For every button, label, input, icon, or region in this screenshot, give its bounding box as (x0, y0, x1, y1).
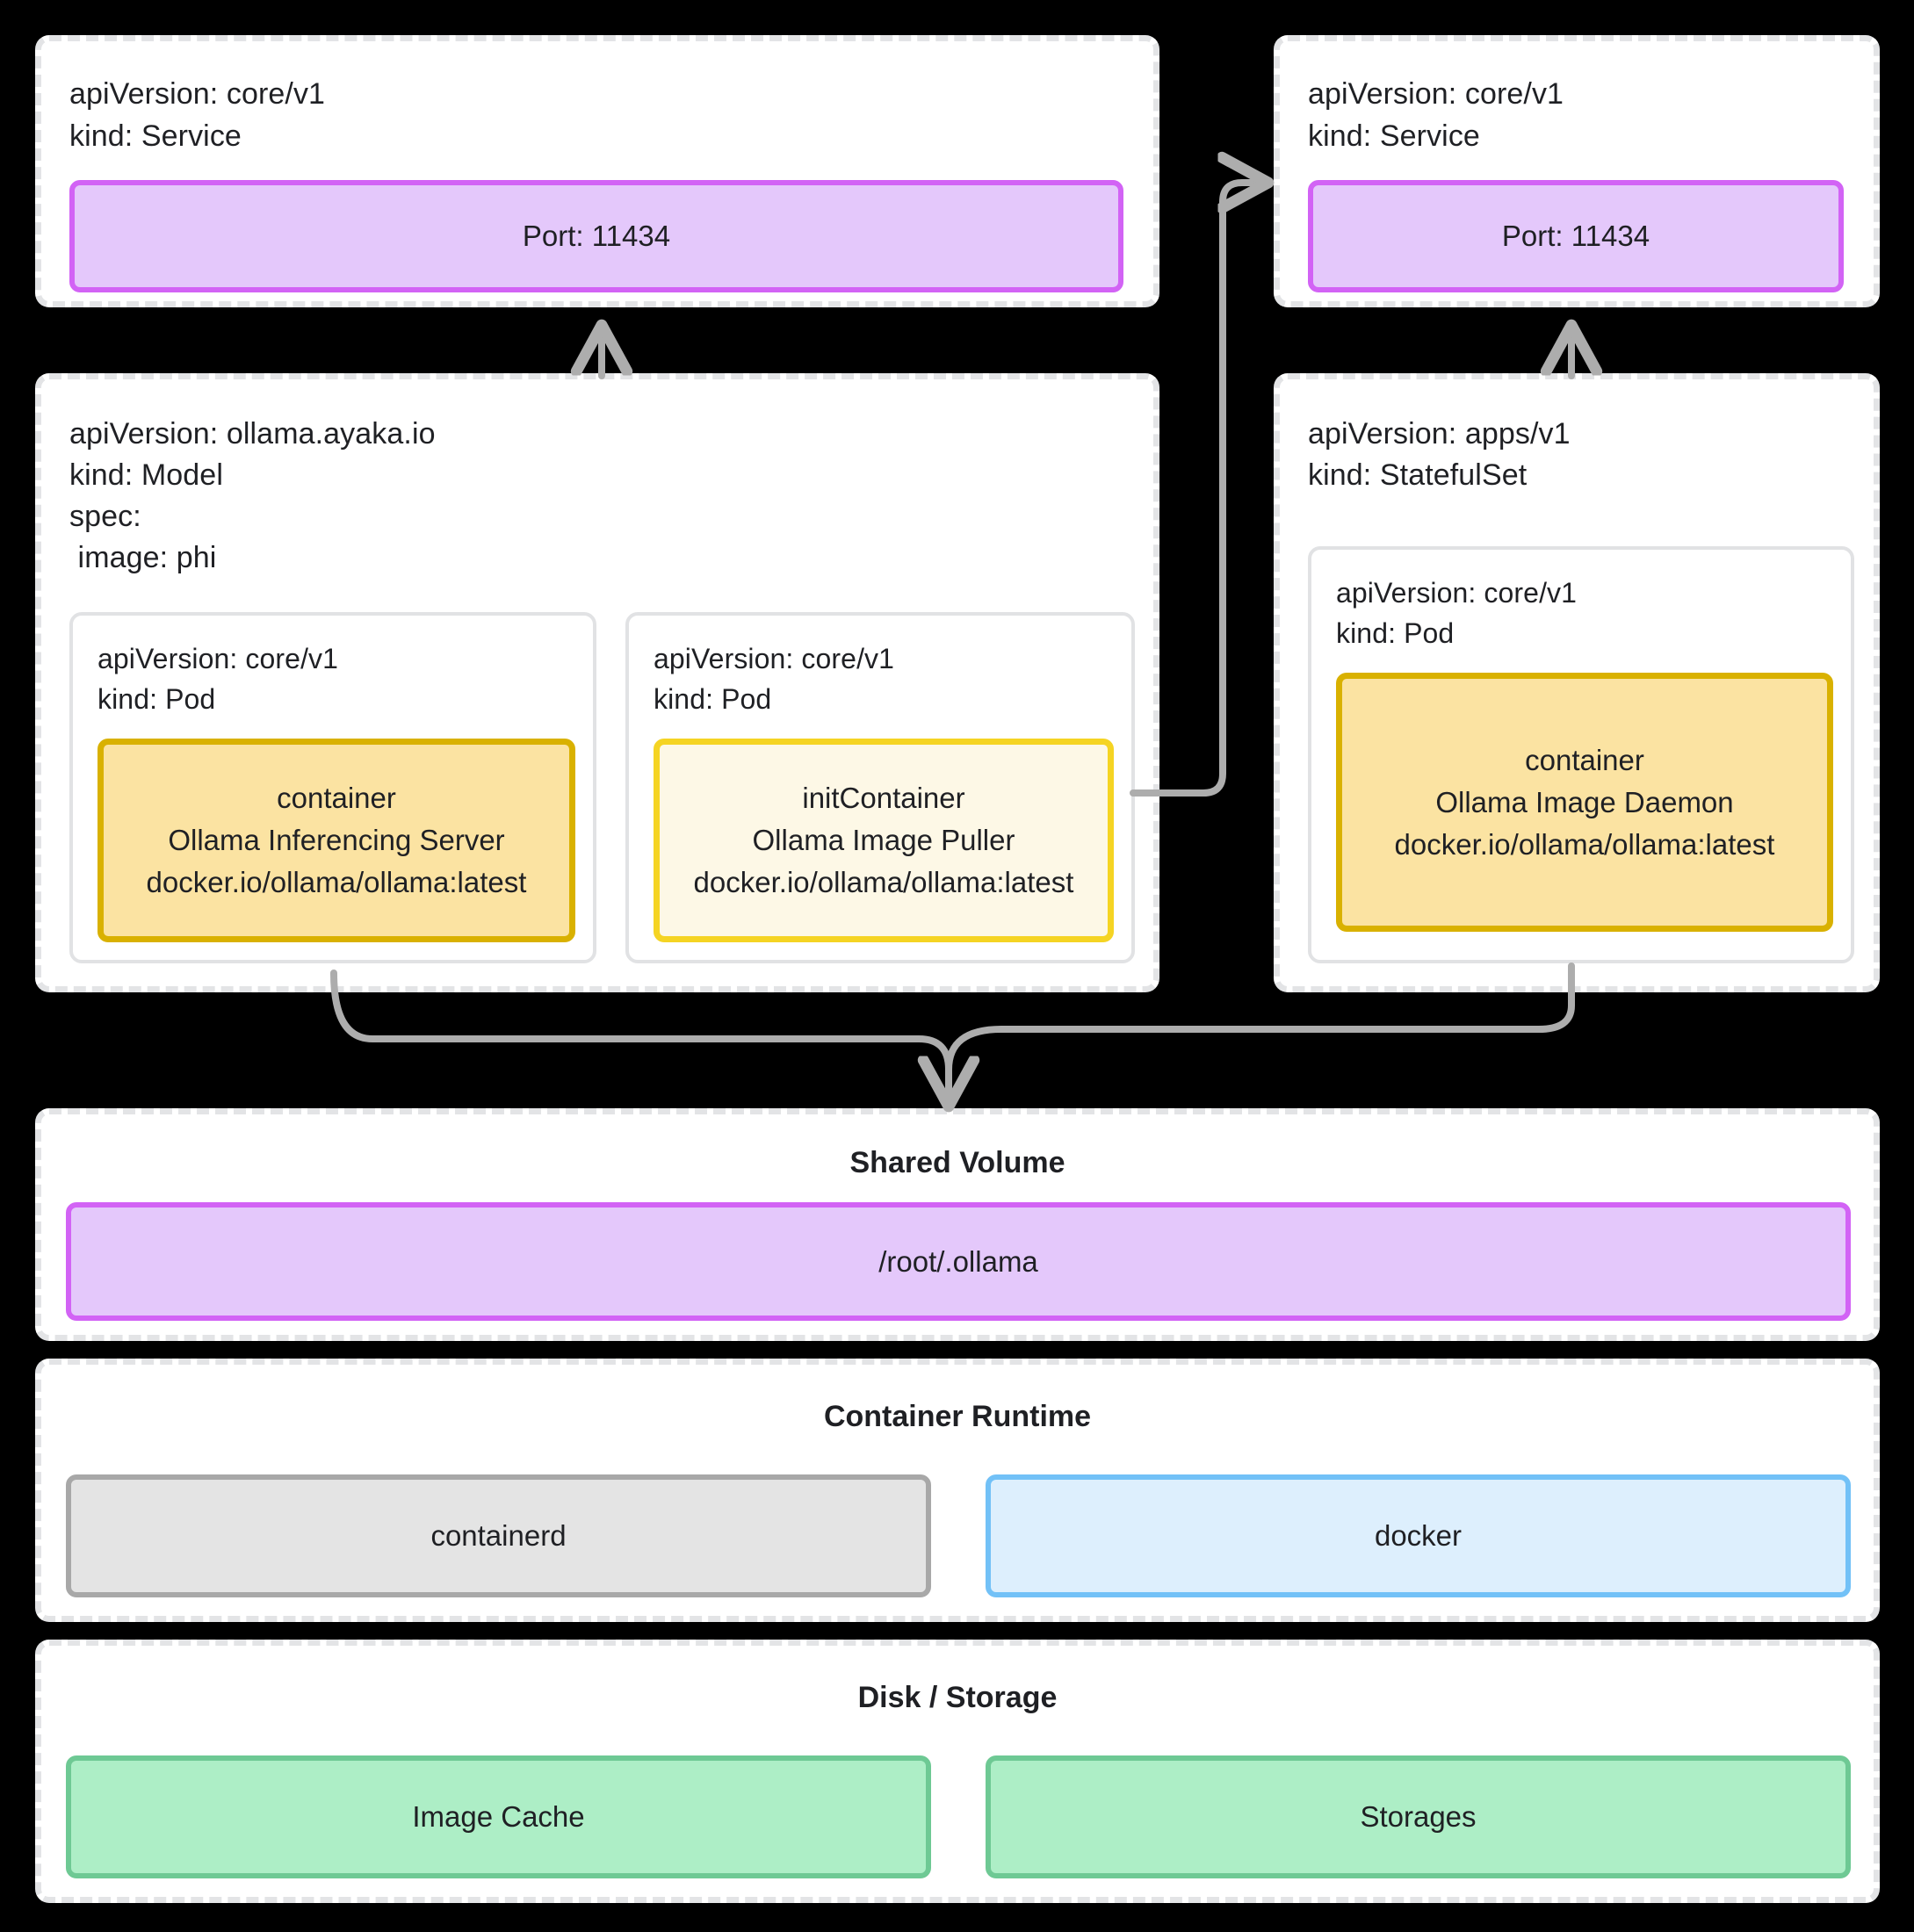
storage-image-cache-chip[interactable]: Image Cache (66, 1755, 931, 1878)
statefulset-apiversion: apiVersion: apps/v1 (1308, 417, 1571, 451)
container-runtime-title: Container Runtime (823, 1400, 1092, 1433)
shared-volume-title: Shared Volume (849, 1146, 1065, 1179)
pod2-initcontainer-role: initContainer (802, 782, 965, 814)
ss-pod-container-chip: container Ollama Image Daemon docker.io/… (1336, 673, 1833, 932)
service-left-port-chip: Port: 11434 (69, 180, 1123, 292)
service-right-kind: kind: Service (1308, 119, 1480, 153)
shared-volume-path-chip: /root/.ollama (66, 1202, 1851, 1321)
model-spec-image: image: phi (69, 541, 217, 574)
service-right-port-label: Port: 11434 (1501, 220, 1650, 252)
storage-storages-chip[interactable]: Storages (986, 1755, 1851, 1878)
service-left-group: apiVersion: core/v1 kind: Service Port: … (35, 35, 1159, 307)
container-runtime-group: Container Runtime containerd docker (35, 1359, 1880, 1622)
service-right-port-chip: Port: 11434 (1308, 180, 1844, 292)
pod1-container-role: container (277, 782, 396, 814)
pod1-container-image: docker.io/ollama/ollama:latest (146, 866, 527, 898)
pod2-apiversion: apiVersion: core/v1 (654, 643, 895, 674)
statefulset-kind: kind: StatefulSet (1308, 458, 1528, 492)
statefulset-pod: apiVersion: core/v1 kind: Pod container … (1308, 546, 1854, 963)
model-spec: spec: (69, 500, 141, 533)
service-left-port-label: Port: 11434 (522, 220, 671, 252)
pod1-apiversion: apiVersion: core/v1 (98, 643, 339, 674)
service-right-group: apiVersion: core/v1 kind: Service Port: … (1274, 35, 1880, 307)
pod2-kind: kind: Pod (654, 683, 772, 715)
ss-container-role: container (1525, 743, 1644, 776)
pod1-kind: kind: Pod (98, 683, 216, 715)
ss-pod-kind: kind: Pod (1336, 617, 1455, 649)
runtime-docker-label: docker (1374, 1519, 1463, 1552)
service-left-kind: kind: Service (69, 119, 242, 153)
statefulset-group: apiVersion: apps/v1 kind: StatefulSet ap… (1274, 373, 1880, 992)
disk-storage-group: Disk / Storage Image Cache Storages (35, 1640, 1880, 1903)
disk-storage-title: Disk / Storage (857, 1681, 1058, 1714)
pod2-initcontainer-image: docker.io/ollama/ollama:latest (693, 866, 1074, 898)
storage-storages-label: Storages (1360, 1800, 1477, 1833)
runtime-containerd-chip[interactable]: containerd (66, 1474, 931, 1597)
shared-volume-path: /root/.ollama (878, 1244, 1038, 1278)
service-left-apiversion: apiVersion: core/v1 (69, 77, 326, 111)
model-pod-image-puller: apiVersion: core/v1 kind: Pod initContai… (625, 612, 1135, 963)
shared-volume-group: Shared Volume /root/.ollama (35, 1108, 1880, 1341)
ss-container-image: docker.io/ollama/ollama:latest (1394, 827, 1775, 861)
ss-container-name: Ollama Image Daemon (1435, 785, 1734, 818)
service-right-apiversion: apiVersion: core/v1 (1308, 77, 1564, 111)
model-apiversion: apiVersion: ollama.ayaka.io (69, 417, 436, 451)
runtime-docker-chip[interactable]: docker (986, 1474, 1851, 1597)
pod2-initcontainer-name: Ollama Image Puller (752, 824, 1015, 856)
model-pod-inferencing: apiVersion: core/v1 kind: Pod container … (69, 612, 596, 963)
storage-image-cache-label: Image Cache (412, 1800, 585, 1833)
model-kind: kind: Model (69, 458, 223, 492)
model-group: apiVersion: ollama.ayaka.io kind: Model … (35, 373, 1159, 992)
pod1-container-name: Ollama Inferencing Server (168, 824, 505, 856)
runtime-containerd-label: containerd (430, 1519, 567, 1552)
pod2-initcontainer-chip: initContainer Ollama Image Puller docker… (654, 739, 1114, 942)
ss-pod-apiversion: apiVersion: core/v1 (1336, 577, 1578, 609)
pod1-container-chip: container Ollama Inferencing Server dock… (98, 739, 575, 942)
